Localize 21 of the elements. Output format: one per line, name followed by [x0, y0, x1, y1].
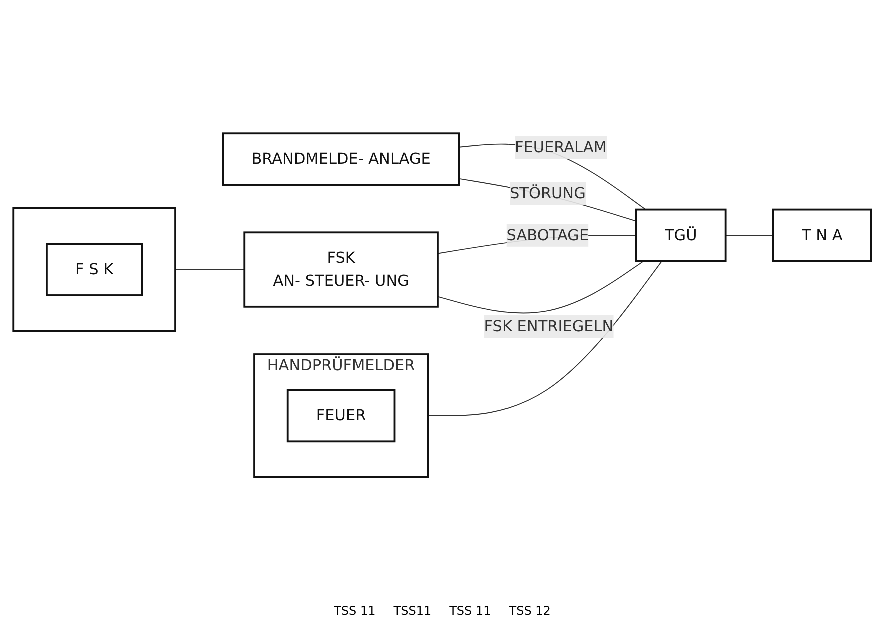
cluster: [12, 206, 176, 332]
node-box: BRANDMELDE- ANLAGE: [222, 132, 460, 186]
node-box: T N A: [772, 208, 872, 262]
signal-label: TSS 12: [509, 604, 551, 618]
edge-label: STÖRUNG: [510, 184, 586, 202]
signal-label: TSS 11: [334, 604, 376, 618]
signal-label: TSS 11: [450, 604, 492, 618]
node-box: FSK AN- STEUER- UNG: [244, 231, 439, 308]
connector: [458, 178, 637, 222]
connector: [438, 260, 644, 314]
edge-label: FSK ENTRIEGELN: [484, 316, 614, 335]
node-box: FEUER: [286, 388, 396, 442]
node-box: TGÜ: [635, 208, 727, 262]
edge-label: SABOTAGE: [506, 225, 590, 244]
connector: [175, 268, 246, 270]
connector: [428, 260, 663, 416]
edge-label: FEUERALAM: [514, 138, 607, 156]
signal-label: TSS11: [394, 604, 432, 618]
node-box: F S K: [46, 242, 144, 296]
connector: [725, 234, 774, 236]
connector: [458, 143, 646, 210]
